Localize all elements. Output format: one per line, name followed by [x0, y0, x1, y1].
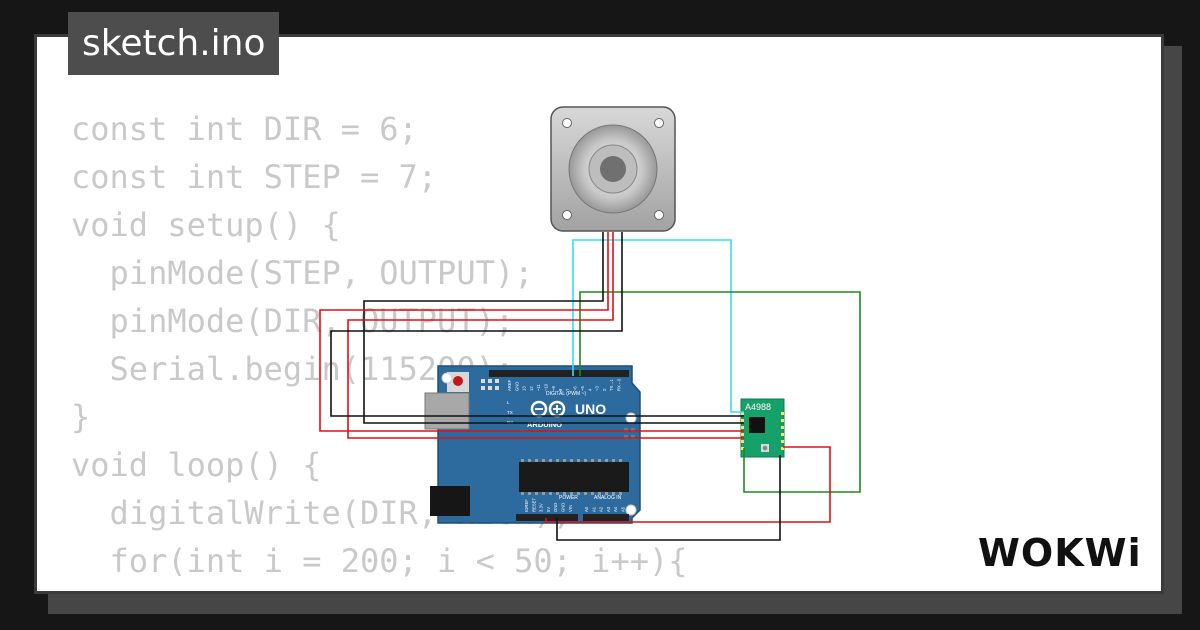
power-pin-label-4: GND [553, 503, 558, 512]
wire-red-power [545, 446, 831, 523]
code-line: for(int i = 200; i < 50; i++){ [71, 542, 688, 580]
code-line: pinMode(STEP, OUTPUT); [71, 254, 534, 292]
file-tab[interactable]: sketch.ino [68, 12, 280, 75]
wire-red [319, 232, 744, 432]
analog-pin-label-0: A0 [584, 506, 589, 512]
digital-pin-label-3: 12 [529, 386, 534, 391]
analog-pin-label-2: A2 [599, 506, 604, 512]
power-pin-label-3: 5V [546, 507, 551, 512]
digital-pin-label-7: 8 [558, 388, 563, 391]
digital-pin-label-5: ~10 [544, 383, 549, 391]
wokwi-logo: WOKWi [978, 531, 1142, 575]
code-line: const int DIR = 6; [71, 110, 418, 148]
digital-pin-label-14: TX→1 [609, 378, 614, 391]
wire-black-2 [330, 232, 744, 417]
wire-black [363, 232, 744, 424]
code-line: const int STEP = 7; [71, 158, 438, 196]
code-line: void loop() { [71, 446, 322, 484]
digital-pin-label-1: GND [514, 382, 519, 391]
power-pin-label-5: GND [561, 503, 566, 512]
code-line: pinMode(DIR, OUTPUT); [71, 302, 515, 340]
wire-black-ground [556, 455, 781, 541]
digital-pin-label-15: RX←0 [617, 378, 622, 391]
digital-pin-label-0: AREF [507, 379, 512, 391]
power-pin-label-1: RESET [531, 498, 536, 512]
power-label: POWER [559, 495, 578, 501]
a4988-driver[interactable]: A4988 [740, 398, 785, 458]
wire-red-2 [347, 232, 744, 439]
power-pin-label-0: IOREF [524, 499, 529, 512]
analog-pin-label-5: A5 [621, 506, 626, 512]
analog-pin-label-3: A3 [606, 506, 611, 512]
side-label-l: L [507, 400, 510, 405]
digital-pin-label-4: ~11 [536, 384, 541, 391]
stepper-motor[interactable] [550, 106, 676, 232]
driver-label: A4988 [745, 402, 771, 412]
logo-text: WOKWi [978, 531, 1142, 575]
digital-pin-label-6: ~9 [551, 386, 556, 391]
digital-pin-label-12: ~3 [595, 386, 600, 391]
side-label-tx: TX [507, 410, 513, 415]
arduino-uno-board[interactable]: UNO ARDUINO DIGITAL (PWM ~) POWER ANALOG… [424, 365, 641, 524]
digital-pin-label-8: 7 [565, 388, 570, 391]
code-editor: const int DIR = 6; const int STEP = 7; voi… [71, 105, 688, 591]
analog-label: ANALOG IN [594, 495, 622, 501]
code-line: digitalWrite(STEP, HIGH); [71, 585, 688, 591]
wires [319, 232, 861, 541]
digital-pin-label-11: 4 [587, 388, 592, 391]
digital-header-label: DIGITAL (PWM ~) [546, 391, 586, 397]
digital-pin-label-10: ~5 [580, 386, 585, 391]
arduino-model-label: UNO [575, 401, 606, 417]
code-line: } [71, 398, 91, 436]
arduino-brand-label: ARDUINO [527, 420, 562, 429]
digital-pin-label-2: 13 [522, 386, 527, 391]
digital-pin-label-9: ~6 [573, 386, 578, 391]
code-line: void setup() { [71, 206, 341, 244]
power-pin-label-2: 3.3V [539, 503, 544, 512]
analog-pin-label-4: A4 [613, 506, 618, 512]
power-pin-label-6: VIN [568, 505, 573, 512]
wire-green [579, 291, 861, 493]
analog-pin-label-1: A1 [591, 506, 596, 512]
wire-cyan [572, 239, 744, 413]
digital-pin-label-13: 2 [602, 388, 607, 391]
